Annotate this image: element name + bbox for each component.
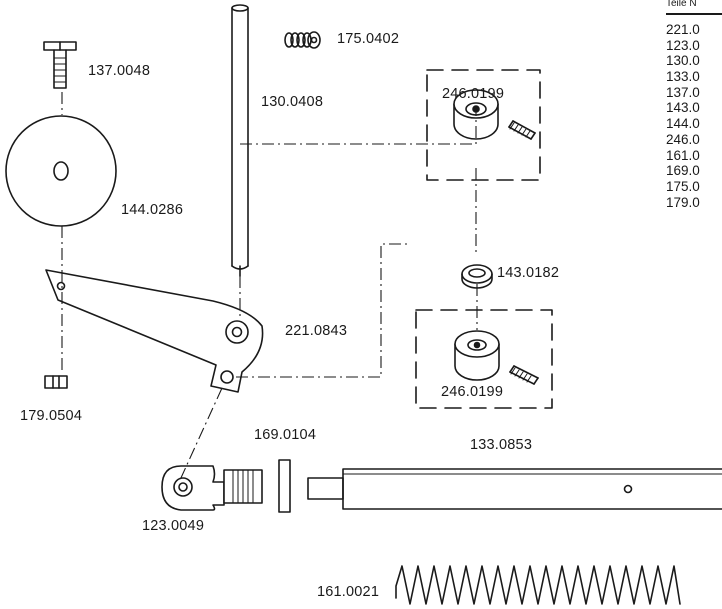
parts-list-row: 143.0: [666, 100, 700, 116]
parts-list-row: 175.0: [666, 178, 700, 194]
label-175-0402: 175.0402: [337, 31, 400, 47]
disc-144-0286: [5, 115, 117, 227]
parts-list-header: Teile N: [666, 0, 697, 9]
label-123-0049: 123.0049: [142, 518, 205, 534]
clevis-123-0049: [161, 465, 263, 511]
parts-list-row: 137.0: [666, 84, 700, 100]
label-246-0199-top: 246.0199: [442, 86, 505, 102]
shaft-133-0853: [307, 468, 722, 510]
label-246-0199-bottom: 246.0199: [441, 384, 504, 400]
spring-161-0021: [395, 565, 681, 605]
parts-list-row: 130.0: [666, 53, 700, 69]
parts-list-row: 144.0: [666, 116, 700, 132]
label-221-0843: 221.0843: [285, 323, 348, 339]
label-143-0182: 143.0182: [497, 265, 560, 281]
collar-246-0199-bottom: [415, 309, 553, 409]
label-144-0286: 144.0286: [121, 202, 184, 218]
parts-list-divider: [666, 13, 722, 15]
spring-175-0402: [284, 31, 321, 49]
parts-list-row: 179.0: [666, 194, 700, 210]
lever-221-0843: [45, 269, 264, 393]
label-133-0853: 133.0853: [470, 437, 533, 453]
parts-list-row: 123.0: [666, 37, 700, 53]
label-137-0048: 137.0048: [88, 63, 151, 79]
assembly-lines: [61, 92, 478, 481]
label-179-0504: 179.0504: [20, 408, 83, 424]
rod-130-0408: [231, 4, 249, 277]
screw-137-0048: [43, 41, 77, 89]
parts-list-row: 246.0: [666, 131, 700, 147]
parts-list-row: 169.0: [666, 163, 700, 179]
parts-list-row: 221.0: [666, 22, 700, 37]
parts-list-row: 161.0: [666, 147, 700, 163]
label-169-0104: 169.0104: [254, 427, 317, 443]
label-161-0021: 161.0021: [317, 584, 380, 600]
label-130-0408: 130.0408: [261, 94, 324, 110]
ring-169-0104: [278, 459, 291, 513]
nut-179-0504: [44, 375, 68, 389]
parts-list-row: 133.0: [666, 69, 700, 85]
